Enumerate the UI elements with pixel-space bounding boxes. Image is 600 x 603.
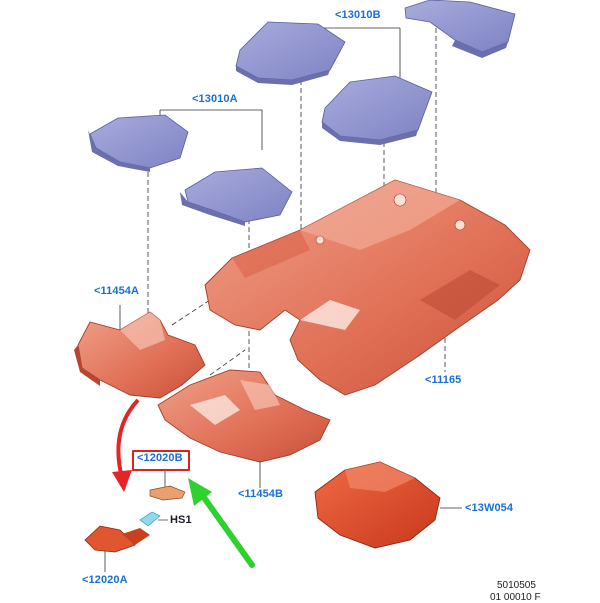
floor-mat-rear-13010b <box>235 0 516 145</box>
part-label-12020b: <12020B <box>137 452 183 464</box>
part-label-13w054: <13W054 <box>465 502 514 514</box>
part-label-13010b: <13010B <box>335 9 381 21</box>
floor-carpet-front-right-11454b <box>157 369 331 463</box>
reference-number: 5010505 <box>497 580 536 591</box>
highlight-box-12020b <box>132 450 190 471</box>
red-curved-arrow <box>112 398 140 492</box>
green-pointer-arrow <box>188 478 255 568</box>
insert-12020b <box>149 485 186 501</box>
trim-12020a <box>84 525 150 553</box>
floor-mat-front-13010a <box>88 114 293 226</box>
floor-pad-13w054 <box>314 461 441 549</box>
floor-carpet-main-11165 <box>204 179 531 396</box>
floor-carpet-front-left-11454a <box>74 311 206 399</box>
part-label-12020a: <12020A <box>82 574 128 586</box>
part-label-11165: <11165 <box>425 374 462 386</box>
fastener-hs1 <box>139 511 168 527</box>
part-label-11454a: <11454A <box>94 285 140 297</box>
part-label-11454b: <11454B <box>238 488 284 500</box>
part-label-13010a: <13010A <box>192 93 238 105</box>
part-label-hs1: HS1 <box>170 514 192 526</box>
